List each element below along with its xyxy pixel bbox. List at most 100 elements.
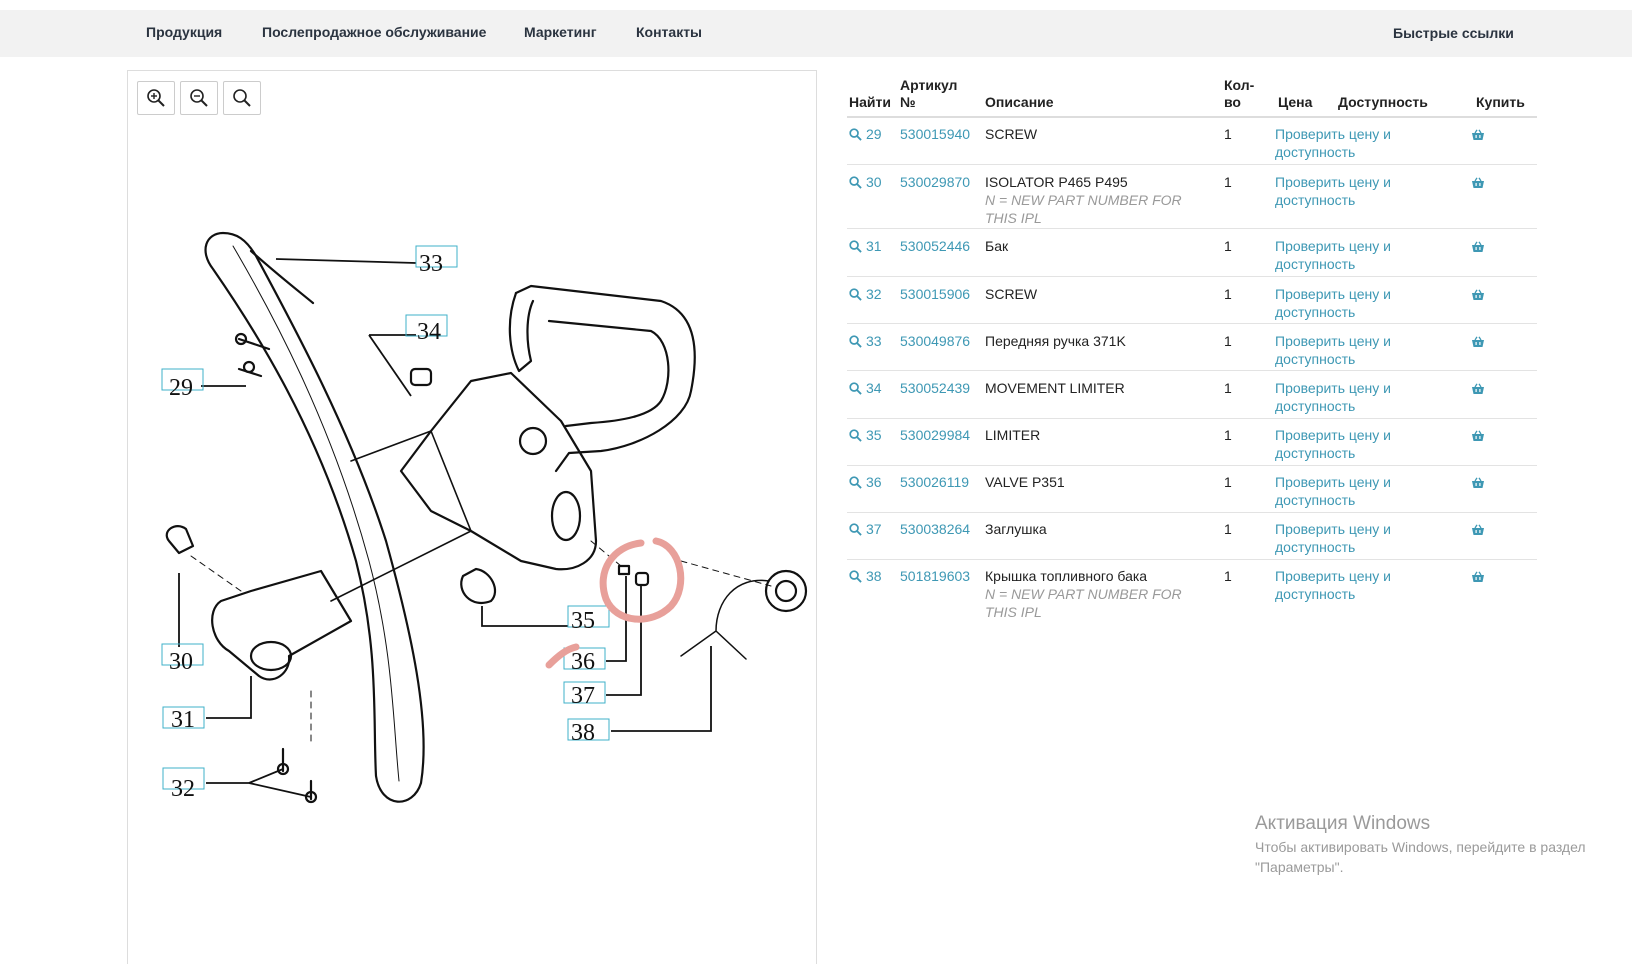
label-32[interactable]: 32 [162,767,205,802]
nav-inner: Продукция Послепродажное обслуживание Ма… [127,10,1537,57]
find-link[interactable]: 31 [849,237,882,255]
screw-head-4 [304,790,318,804]
check-price-label: Проверить цену и [1275,286,1391,302]
find-link[interactable]: 36 [849,473,882,491]
description-text: SCREW [985,286,1038,302]
label-33[interactable]: 33 [415,245,458,277]
limiter-part [460,567,497,604]
description-note: N = NEW PART NUMBER FOR [985,192,1182,208]
article-link[interactable]: 530049876 [900,333,971,349]
zoom-in-button[interactable] [137,81,175,115]
svg-text:38: 38 [571,720,595,746]
header-qty-2: во [1224,94,1241,110]
add-to-cart-button[interactable] [1471,127,1485,145]
search-icon [849,175,862,189]
qty-cell: 1 [1224,126,1232,142]
add-to-cart-button[interactable] [1471,287,1485,305]
nav-products[interactable]: Продукция [146,24,223,40]
article-link[interactable]: 530029984 [900,427,971,443]
find-link[interactable]: 33 [849,332,882,350]
find-link[interactable]: 38 [849,567,882,585]
add-to-cart-button[interactable] [1471,175,1485,193]
svg-text:31: 31 [171,707,195,733]
find-link[interactable]: 29 [849,125,882,143]
header-divider [847,116,1537,118]
label-34[interactable]: 34 [405,314,448,345]
nav-quick-links[interactable]: Быстрые ссылки [1393,25,1514,41]
add-to-cart-button[interactable] [1471,381,1485,399]
nav-contacts[interactable]: Контакты [636,24,703,40]
add-to-cart-button[interactable] [1471,334,1485,352]
zoom-reset-icon [233,89,251,107]
label-36[interactable]: 36 [563,647,606,675]
find-link[interactable]: 30 [849,173,882,191]
handle-top-grip [249,249,315,305]
tank-port-lower [550,490,582,542]
find-link[interactable]: 34 [849,379,882,397]
nav-after-sales[interactable]: Послепродажное обслуживание [262,24,487,40]
qty-cell: 1 [1224,568,1232,584]
zoom-out-button[interactable] [180,81,218,115]
fuel-cap [764,569,808,613]
qty-cell: 1 [1224,286,1232,302]
position-number: 38 [866,568,882,584]
label-30[interactable]: 30 [161,643,204,675]
label-37[interactable]: 37 [563,681,606,709]
find-link[interactable]: 37 [849,520,882,538]
windows-watermark-title: Активация Windows [1255,813,1431,834]
top-nav: Продукция Послепродажное обслуживание Ма… [0,10,1632,57]
label-31[interactable]: 31 [162,706,205,733]
add-to-cart-button[interactable] [1471,522,1485,540]
find-link[interactable]: 32 [849,285,882,303]
search-icon [849,334,862,348]
header-qty-1: Кол- [1224,77,1255,93]
label-38[interactable]: 38 [567,718,610,746]
add-to-cart-button[interactable] [1471,475,1485,493]
row-divider [847,323,1537,324]
check-price-label: Проверить цену и [1275,238,1391,254]
article-link[interactable]: 530052439 [900,380,971,396]
add-to-cart-button[interactable] [1471,428,1485,446]
description-cell: Передняя ручка 371K [985,332,1205,350]
qty-cell: 1 [1224,333,1232,349]
article-link[interactable]: 530038264 [900,521,971,537]
check-price-label: доступность [1275,539,1356,555]
zoom-reset-button[interactable] [223,81,261,115]
parts-diagram[interactable]: 29 30 31 32 33 34 35 36 37 38 [128,211,818,891]
add-to-cart-button[interactable] [1471,239,1485,257]
check-price-label: Проверить цену и [1275,333,1391,349]
tube-opening [249,640,293,672]
article-link[interactable]: 530026119 [900,474,970,490]
svg-text:37: 37 [571,683,595,709]
qty-cell: 1 [1224,174,1232,190]
svg-text:29: 29 [169,375,193,401]
row-divider [847,370,1537,371]
article-link[interactable]: 530015906 [900,286,971,302]
article-link[interactable]: 530052446 [900,238,971,254]
position-number: 31 [866,238,882,254]
basket-icon [1472,289,1484,300]
label-29[interactable]: 29 [161,368,204,401]
row-divider [847,164,1537,165]
add-to-cart-button[interactable] [1471,569,1485,587]
find-link[interactable]: 35 [849,426,882,444]
search-icon [849,287,862,301]
label-35[interactable]: 35 [567,605,610,634]
article-link[interactable]: 530015940 [900,126,971,142]
article-link[interactable]: 530029870 [900,174,971,190]
article-link[interactable]: 501819603 [900,568,971,584]
description-cell: Бак [985,237,1205,255]
nav-marketing[interactable]: Маркетинг [524,24,597,40]
header-find: Найти [849,94,891,110]
